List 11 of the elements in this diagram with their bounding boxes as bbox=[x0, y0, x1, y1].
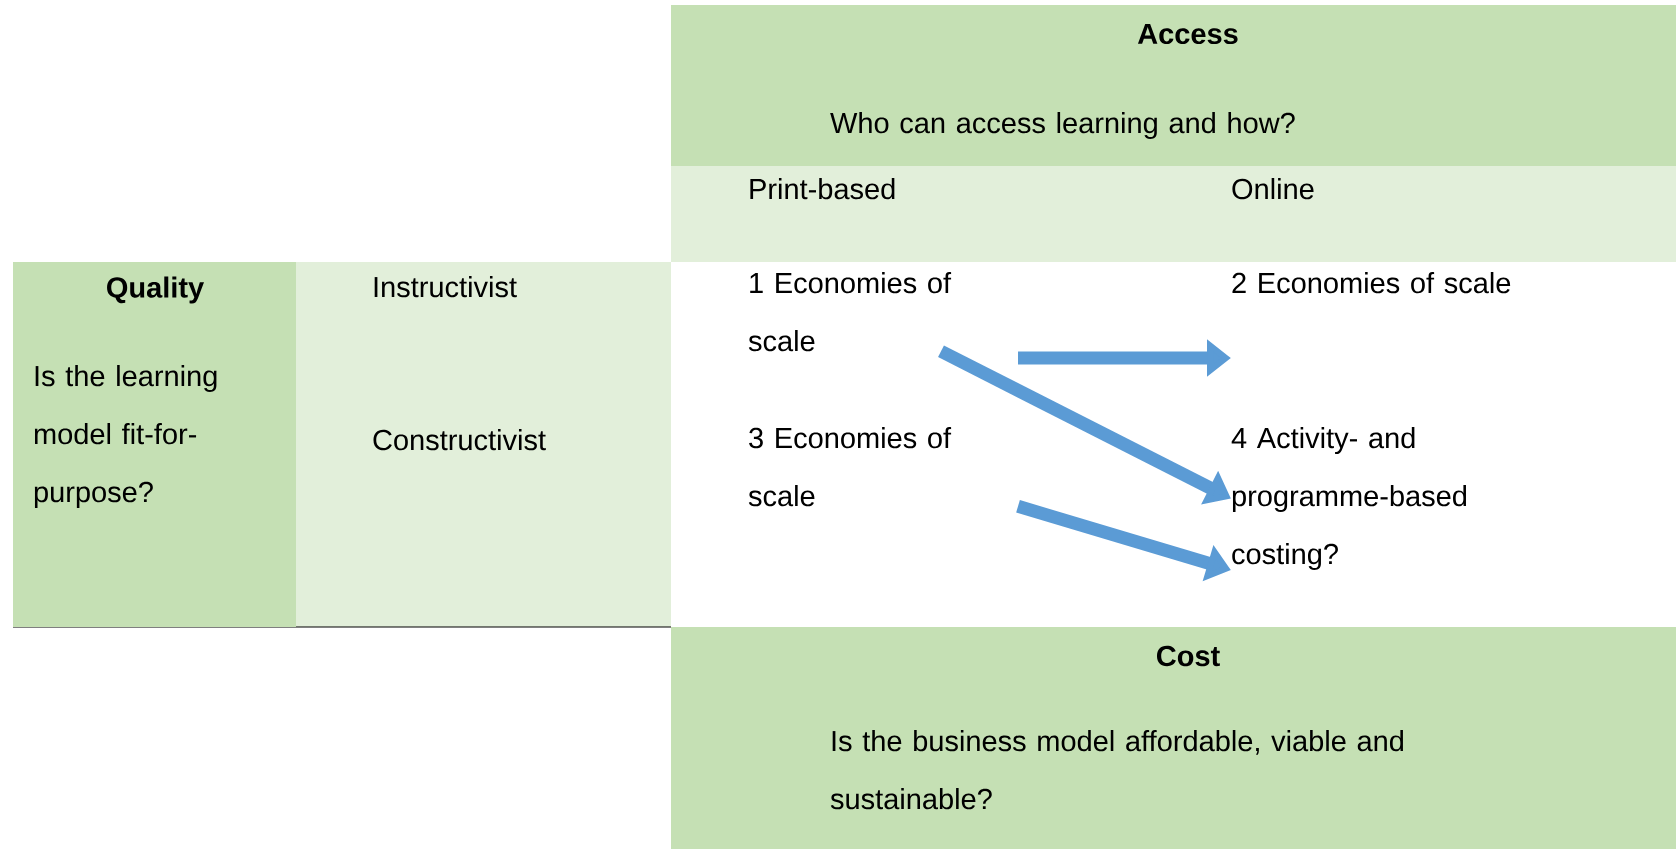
cost-band: Cost Is the business model affordable, viable and sustainable? bbox=[671, 627, 1676, 849]
cell-text: Print-based bbox=[750, 178, 895, 200]
cell-text: 3 Economies of scale bbox=[748, 427, 952, 507]
cell-text: 4 Activity- and programme-based costing? bbox=[1231, 427, 1467, 571]
cell-text: 1 Economies of scale bbox=[748, 272, 952, 352]
cell-text: Instructivist bbox=[374, 276, 517, 298]
cell-text: 2 Economies of scale bbox=[1232, 272, 1511, 294]
cell-text: Online bbox=[1232, 178, 1314, 200]
cell-text: Constructivist bbox=[373, 429, 546, 451]
quality-box: Quality Is the learning model fit-for-purpose? bbox=[13, 262, 296, 627]
access-band: Access Who can access learning and how? bbox=[671, 5, 1676, 166]
